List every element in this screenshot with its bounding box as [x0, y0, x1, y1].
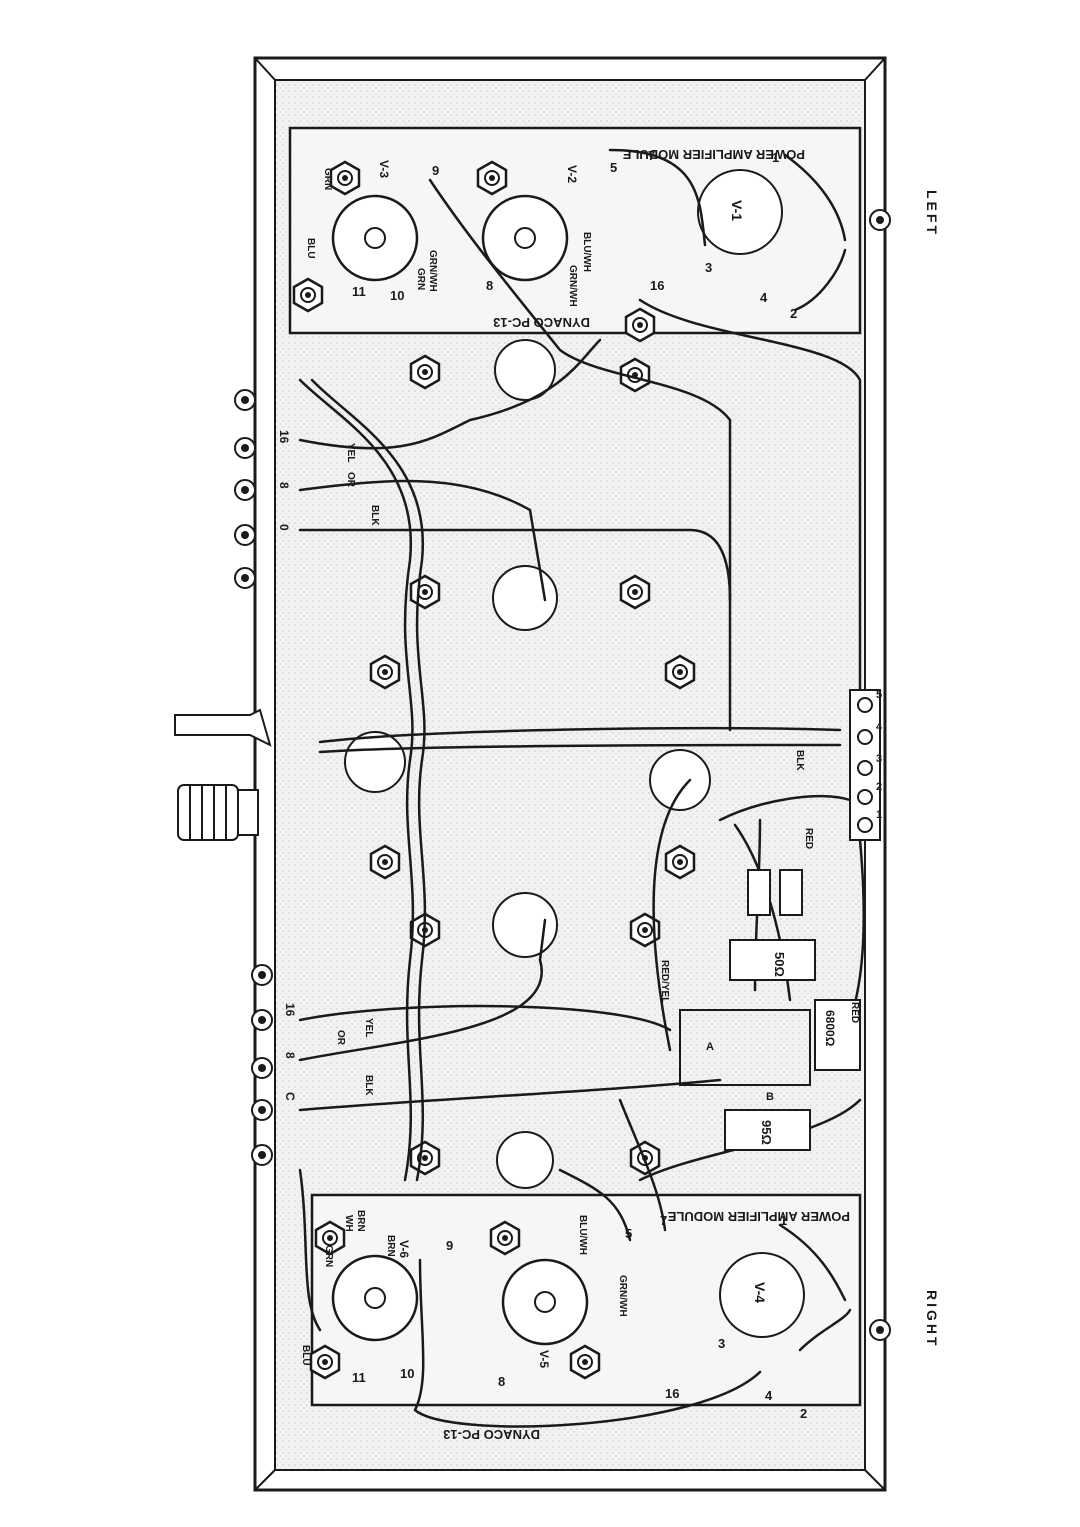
terminal-bottom-2: 2: [800, 1406, 807, 1421]
speaker-tap-bottom-8: 8: [283, 1052, 297, 1059]
power-label-blk: BLK: [794, 750, 805, 771]
terminal-bottom-3: 3: [718, 1336, 725, 1351]
wire-bottom-blk: BLK: [363, 1075, 374, 1096]
resistor-95-ohm-label: 95Ω: [759, 1120, 774, 1145]
terminal-top-7: 7: [648, 148, 655, 163]
wire-bottom-wh: WH: [343, 1215, 354, 1232]
terminal-strip-4: 4: [876, 721, 883, 733]
tube-v6-label: V-6: [397, 1240, 411, 1258]
tube-v3-label: V-3: [377, 160, 391, 178]
terminal-bottom-4: 4: [765, 1388, 773, 1403]
terminal-bottom-7: 7: [660, 1213, 667, 1228]
wire-top-grn-wh-2: GRN/WH: [567, 265, 578, 307]
channel-label-right: RIGHT: [924, 1290, 940, 1349]
power-cord: [174, 708, 272, 747]
wire-bottom-brn-2: BRN: [385, 1235, 396, 1257]
resistor-50-ohm-label: 50Ω: [772, 952, 787, 977]
wire-top-blu: BLU: [305, 238, 316, 259]
speaker-tap-top-16: 16: [277, 430, 291, 444]
speaker-tap-top-8: 8: [277, 482, 291, 489]
power-label-a: A: [706, 1041, 714, 1053]
module-top-title: POWER AMPLIFIER MODULE: [622, 147, 805, 162]
power-label-red: RED: [803, 828, 814, 849]
wiring-harness: [298, 148, 865, 1428]
terminal-bottom-16: 16: [665, 1386, 679, 1401]
wire-top-or: OR: [345, 472, 356, 488]
fuse-holder-knob: [177, 784, 259, 841]
terminal-strip-2: 2: [876, 781, 882, 793]
terminal-strip-1: 1: [876, 809, 882, 821]
wire-bottom-or: OR: [335, 1030, 346, 1046]
power-supply-components: [679, 689, 881, 1151]
terminal-top-3: 3: [705, 260, 712, 275]
wire-top-blk: BLK: [369, 505, 380, 526]
channel-label-left: LEFT: [924, 190, 940, 237]
terminal-bottom-8: 8: [498, 1374, 505, 1389]
terminal-top-1: 1: [772, 150, 779, 165]
wire-bottom-blu: BLU: [300, 1345, 311, 1366]
wire-bottom-blu-wh: BLU/WH: [577, 1215, 588, 1255]
terminal-top-9: 9: [432, 163, 439, 178]
wire-bottom-yel: YEL: [363, 1018, 374, 1037]
terminal-top-11: 11: [352, 284, 366, 299]
power-label-b: B: [766, 1091, 774, 1103]
speaker-tap-bottom-16: 16: [283, 1003, 297, 1017]
module-bottom-title: POWER AMPLIFIER MODULE: [667, 1209, 850, 1224]
terminal-bottom-9: 9: [446, 1238, 453, 1253]
module-top-board: [288, 126, 862, 335]
speaker-tap-top-0: 0: [277, 524, 291, 531]
module-top-board-label: DYNACO PC-13: [493, 315, 590, 330]
tube-v2-label: V-2: [565, 165, 579, 183]
terminal-top-4: 4: [760, 290, 768, 305]
speaker-tap-bottom-c: C: [283, 1092, 297, 1101]
terminal-top-10: 10: [390, 288, 404, 303]
terminal-bottom-11: 11: [352, 1370, 366, 1385]
power-label-red-yel: RED/YEL: [659, 960, 670, 1003]
terminal-top-16: 16: [650, 278, 664, 293]
terminal-top-5: 5: [610, 160, 617, 175]
terminal-bottom-10: 10: [400, 1366, 414, 1381]
tube-v5-label: V-5: [537, 1350, 551, 1368]
module-bottom-board-label: DYNACO PC-13: [443, 1427, 540, 1442]
wire-top-grn-wh: GRN/WH: [427, 250, 438, 292]
terminal-bottom-5: 5: [625, 1226, 632, 1241]
module-bottom-board: [310, 1193, 862, 1407]
terminal-bottom-1: 1: [780, 1213, 787, 1228]
terminal-top-2: 2: [790, 306, 797, 321]
wire-top-yel: YEL: [345, 443, 356, 462]
wire-bottom-brn: BRN: [355, 1210, 366, 1232]
wire-bottom-grn: GRN: [323, 1245, 334, 1267]
wire-bottom-grn-wh: GRN/WH: [617, 1275, 628, 1317]
power-label-red-2: RED: [849, 1002, 860, 1023]
terminal-strip-5: 5: [876, 689, 882, 701]
wire-top-blu-wh: BLU/WH: [581, 232, 592, 272]
resistor-6800-ohm-label: 6800Ω: [823, 1010, 837, 1047]
terminal-strip-3: 3: [876, 753, 882, 765]
tube-v4-label: V-4: [752, 1282, 768, 1303]
wire-top-grn-2: GRN: [415, 268, 426, 290]
terminal-top-8: 8: [486, 278, 493, 293]
tube-v1-label: V-1: [729, 200, 745, 221]
wire-top-grn: GRN: [322, 168, 333, 190]
